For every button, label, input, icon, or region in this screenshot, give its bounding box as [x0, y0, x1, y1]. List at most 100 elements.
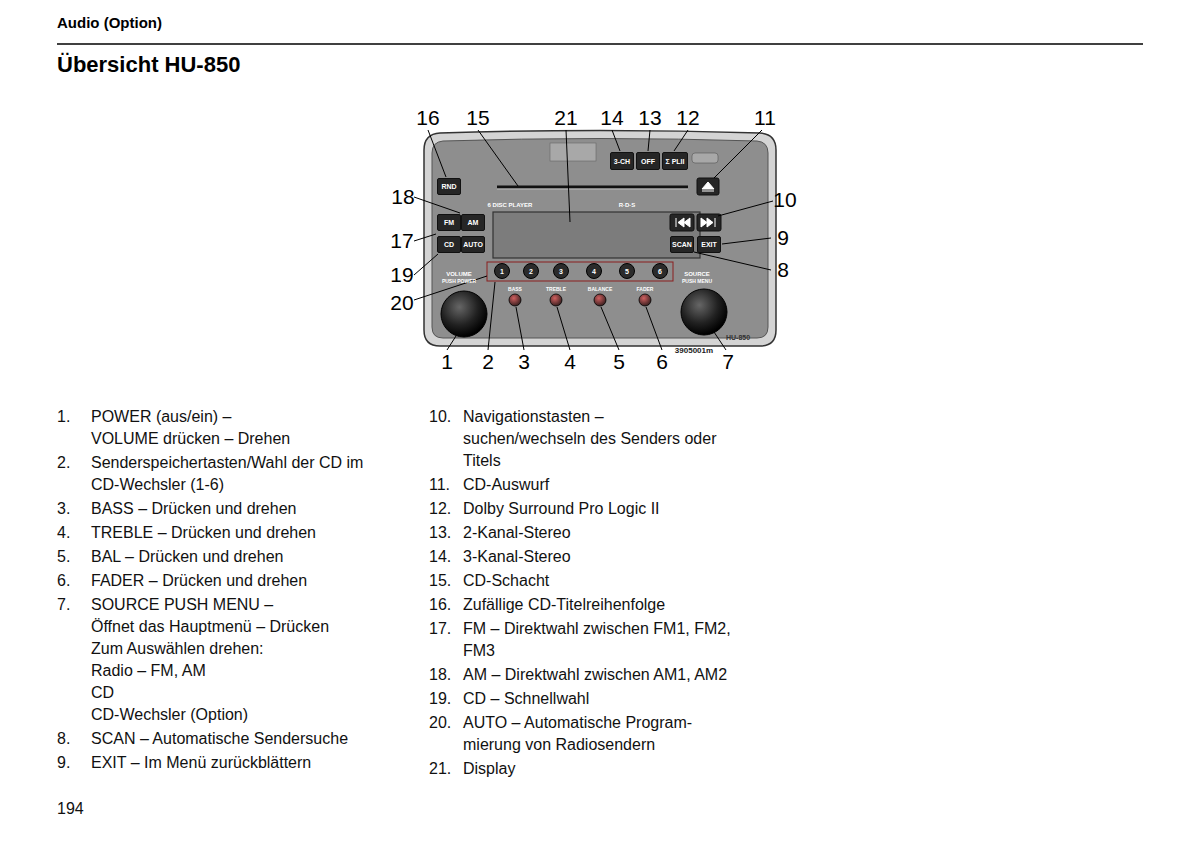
list-number: 15. — [429, 572, 451, 590]
page-number: 194 — [57, 800, 84, 818]
preset-button: 2 — [523, 263, 539, 279]
button-text: OFF — [641, 158, 655, 165]
panel-label: BASS — [508, 287, 522, 293]
panel-label: 3905001m — [675, 346, 713, 355]
button-text: FM — [444, 219, 454, 226]
list-number: 14. — [429, 548, 451, 566]
list-text: POWER (aus/ein) – — [91, 408, 231, 426]
callout-number: 17 — [390, 229, 413, 253]
list-text: CD-Auswurf — [463, 476, 549, 494]
list-text: Öffnet das Hauptmenü – Drücken — [91, 618, 329, 636]
list-text: CD — [91, 684, 114, 702]
callout-number: 20 — [390, 291, 413, 315]
list-number: 9. — [57, 754, 70, 772]
radio-button: CD — [437, 236, 461, 253]
button-text: AM — [468, 219, 479, 226]
list-text: suchen/wechseln des Senders oder — [463, 430, 717, 448]
list-number: 19. — [429, 690, 451, 708]
panel-label: PUSH MENU — [682, 279, 712, 285]
radio-housing — [424, 131, 776, 347]
panel-label: HU-850 — [726, 334, 750, 342]
list-text: AM – Direktwahl zwischen AM1, AM2 — [463, 666, 727, 684]
list-text: Zufällige CD-Titelreihenfolge — [463, 596, 665, 614]
leader-lines — [414, 130, 773, 350]
callout-number: 3 — [518, 350, 530, 374]
list-text: mierung von Radiosendern — [463, 736, 655, 754]
callout-number: 16 — [416, 106, 439, 130]
callout-number: 9 — [777, 226, 789, 250]
radio-button: 3-CH — [610, 152, 634, 170]
list-text: FM – Direktwahl zwischen FM1, FM2, — [463, 620, 731, 638]
preset-button: 5 — [619, 263, 635, 279]
preset-button: 3 — [553, 263, 569, 279]
list-number: 4. — [57, 524, 70, 542]
list-text: CD – Schnellwahl — [463, 690, 589, 708]
list-text: SOURCE PUSH MENU – — [91, 596, 273, 614]
panel-label: TREBLE — [546, 287, 566, 293]
page-title: Übersicht HU-850 — [57, 52, 240, 77]
list-text: Navigationstasten – — [463, 408, 604, 426]
panel-label: BALANCE — [588, 287, 612, 293]
preset-button: 4 — [586, 263, 602, 279]
callout-number: 21 — [554, 106, 577, 130]
list-number: 13. — [429, 524, 451, 542]
callout-number: 4 — [564, 350, 576, 374]
radio-button: OFF — [636, 152, 660, 170]
list-text: 3-Kanal-Stereo — [463, 548, 571, 566]
radio-button: RND — [437, 178, 461, 195]
button-text: 2 — [529, 268, 533, 275]
button-text: 3 — [559, 268, 563, 275]
callout-number: 7 — [722, 350, 734, 374]
header-rule — [57, 43, 1143, 45]
button-text: EXIT — [701, 241, 717, 248]
list-text: TREBLE – Drücken und drehen — [91, 524, 316, 542]
callout-number: 8 — [777, 258, 789, 282]
callout-number: 11 — [754, 106, 776, 130]
panel-label: VOLUME — [446, 271, 472, 278]
section-header: Audio (Option) — [57, 14, 162, 31]
list-text: FM3 — [463, 642, 495, 660]
list-number: 7. — [57, 596, 70, 614]
radio-button: AM — [461, 214, 485, 231]
button-text: AUTO — [463, 241, 483, 248]
panel-label: SOURCE — [684, 271, 710, 278]
list-text: CD-Wechsler (1-6) — [91, 476, 224, 494]
list-number: 6. — [57, 572, 70, 590]
button-text: Σ PLII — [666, 158, 685, 165]
callout-number: 5 — [613, 350, 625, 374]
list-number: 16. — [429, 596, 451, 614]
button-text: 5 — [625, 268, 629, 275]
list-text: BAL – Drücken und drehen — [91, 548, 283, 566]
list-number: 5. — [57, 548, 70, 566]
callout-number: 14 — [600, 106, 623, 130]
preset-button: 6 — [652, 263, 668, 279]
callout-number: 18 — [391, 185, 414, 209]
radio-button: FM — [437, 214, 461, 231]
radio-button: EXIT — [697, 236, 721, 253]
list-text: SCAN – Automatische Sendersuche — [91, 730, 348, 748]
list-number: 2. — [57, 454, 70, 472]
list-text: Titels — [463, 452, 501, 470]
callout-number: 2 — [482, 350, 494, 374]
callout-number: 1 — [441, 350, 453, 374]
callout-number: 12 — [676, 106, 699, 130]
list-text: VOLUME drücken – Drehen — [91, 430, 290, 448]
callout-number: 10 — [773, 188, 796, 212]
button-text: 6 — [658, 268, 662, 275]
list-number: 8. — [57, 730, 70, 748]
list-number: 12. — [429, 500, 451, 518]
list-number: 11. — [429, 476, 450, 494]
list-number: 21. — [429, 760, 451, 778]
panel-label: R·D·S — [619, 202, 636, 209]
button-text: RND — [441, 183, 456, 190]
list-number: 1. — [57, 408, 70, 426]
radio-button: SCAN — [670, 236, 694, 253]
button-text: 4 — [592, 268, 596, 275]
list-text: 2-Kanal-Stereo — [463, 524, 571, 542]
list-text: Display — [463, 760, 515, 778]
button-text: SCAN — [672, 241, 692, 248]
list-text: CD-Schacht — [463, 572, 549, 590]
list-text: CD-Wechsler (Option) — [91, 706, 248, 724]
list-text: Zum Auswählen drehen: — [91, 640, 264, 658]
preset-button: 1 — [494, 263, 510, 279]
